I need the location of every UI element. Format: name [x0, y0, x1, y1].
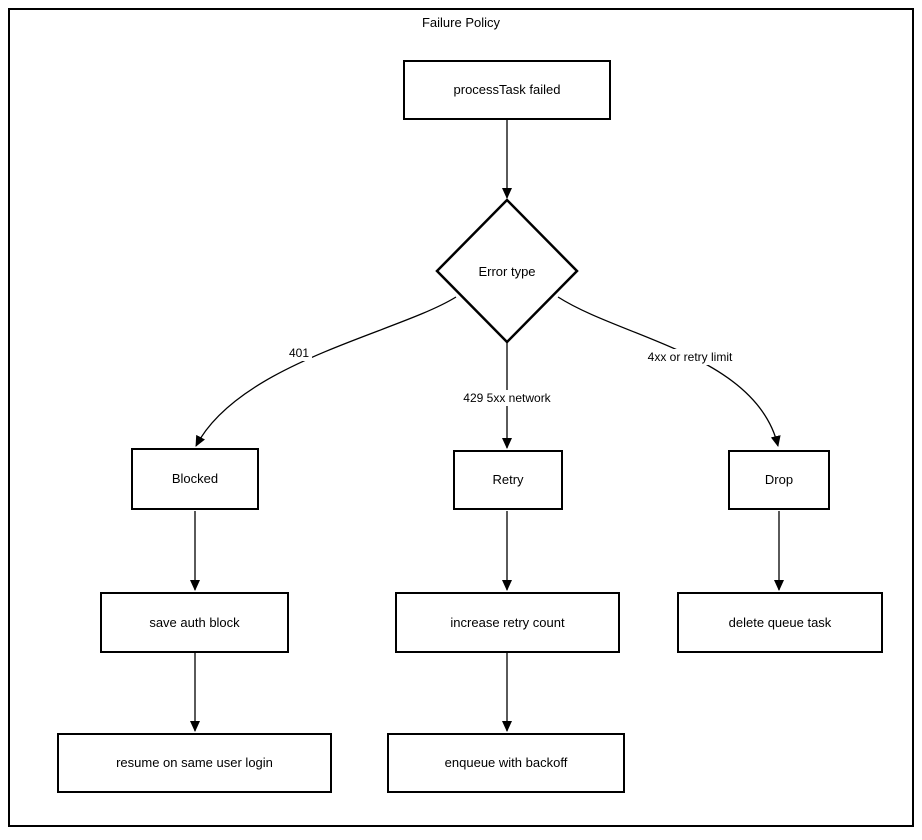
node-increase-retry-count: increase retry count	[395, 592, 620, 653]
node-process-task-failed: processTask failed	[403, 60, 611, 120]
node-label: Drop	[764, 472, 794, 487]
node-delete-queue-task: delete queue task	[677, 592, 883, 653]
edge-decision-to-blocked	[195, 296, 457, 447]
node-blocked: Blocked	[131, 448, 259, 510]
node-drop: Drop	[728, 450, 830, 510]
diagram-frame	[8, 8, 914, 827]
decision-diamond-shape	[435, 198, 579, 344]
edge-label-429-5xx-network: 429 5xx network	[460, 390, 554, 406]
node-save-auth-block: save auth block	[100, 592, 289, 653]
node-label: delete queue task	[728, 614, 832, 630]
node-label: Retry	[492, 472, 524, 487]
edge-label-401: 401	[285, 345, 313, 361]
node-label: Blocked	[171, 471, 219, 486]
diagram-title: Failure Policy	[421, 15, 501, 30]
decision-error-type: Error type	[437, 251, 577, 291]
edge-decision-to-drop	[557, 296, 781, 447]
node-label: Error type	[478, 263, 536, 279]
node-label: processTask failed	[453, 82, 561, 97]
node-label: enqueue with backoff	[444, 755, 568, 770]
node-label: resume on same user login	[116, 755, 273, 770]
node-resume-on-same-user-login: resume on same user login	[57, 733, 332, 793]
edge-label-4xx-or-retry-limit: 4xx or retry limit	[644, 349, 736, 365]
node-label: increase retry count	[450, 614, 565, 630]
node-retry: Retry	[453, 450, 563, 510]
node-label: save auth block	[149, 614, 240, 630]
node-enqueue-with-backoff: enqueue with backoff	[387, 733, 625, 793]
